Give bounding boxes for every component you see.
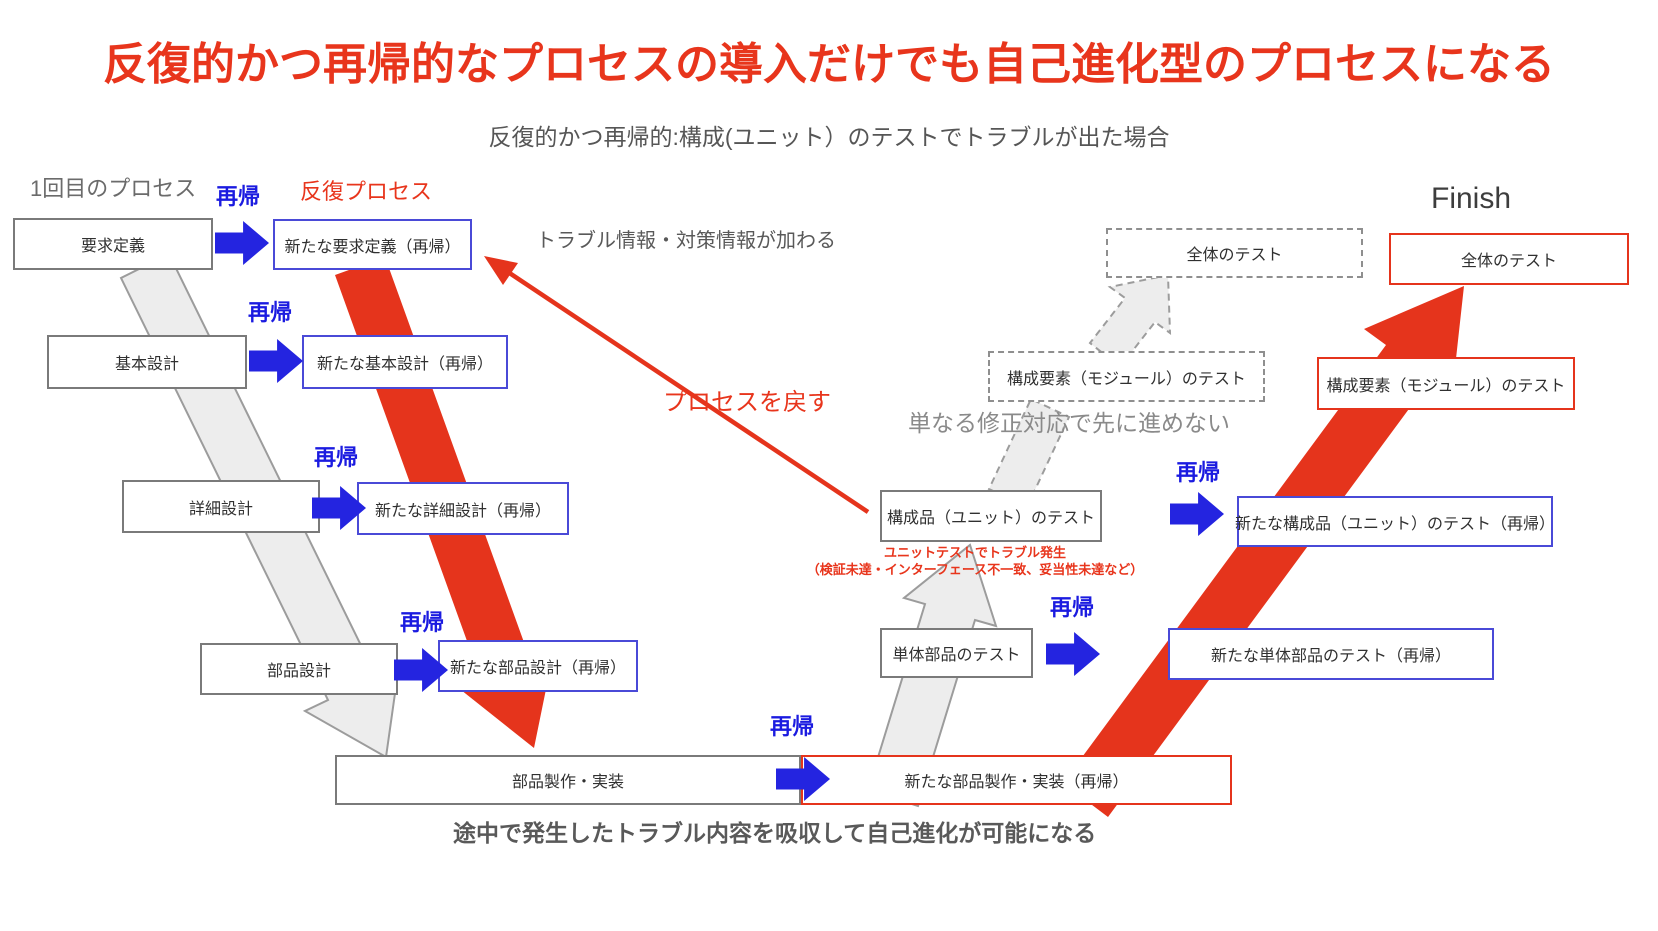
unit-trouble-note-line2: （検証未達・インターフェース不一致、妥当性未達など） xyxy=(806,562,1144,577)
box-new-parts-design: 新たな部品設計（再帰） xyxy=(438,640,638,692)
box-unit-test: 構成品（ユニット）のテスト xyxy=(880,490,1102,542)
recursion-label: 再帰 xyxy=(248,300,293,325)
return-process-arrowhead xyxy=(484,256,518,285)
recursion-label: 再帰 xyxy=(1050,595,1095,620)
recursion-label: 再帰 xyxy=(400,610,445,635)
box-module-test: 構成要素（モジュール）のテスト xyxy=(1317,357,1575,410)
box-new-basic-design: 新たな基本設計（再帰） xyxy=(302,335,508,389)
box-detail-design: 詳細設計 xyxy=(122,480,320,533)
finish-label: Finish xyxy=(1431,182,1512,215)
box-new-requirements: 新たな要求定義（再帰） xyxy=(273,219,472,270)
slide-subtitle: 反復的かつ再帰的:構成(ユニット）のテストでトラブルが出た場合 xyxy=(488,124,1170,150)
iterative-process-label: 反復プロセス xyxy=(300,179,433,204)
box-module-test-skipped: 構成要素（モジュール）のテスト xyxy=(988,351,1265,402)
recursion-label: 再帰 xyxy=(216,184,261,209)
box-unit-parts-test: 単体部品のテスト xyxy=(880,628,1033,678)
recursion-label: 再帰 xyxy=(314,445,359,470)
box-new-detail-design: 新たな詳細設計（再帰） xyxy=(357,482,569,535)
box-overall-test: 全体のテスト xyxy=(1389,233,1629,285)
unit-trouble-note-line1: ユニットテストでトラブル発生 xyxy=(883,545,1066,560)
trouble-info-note: トラブル情報・対策情報が加わる xyxy=(536,230,836,252)
box-parts-build: 部品製作・実装 xyxy=(335,755,801,805)
recursion-label: 再帰 xyxy=(1176,460,1221,485)
blocked-flow-arrow xyxy=(1088,273,1172,369)
return-process-note: プロセスを戻す xyxy=(663,389,831,416)
box-overall-test-skipped: 全体のテスト xyxy=(1106,228,1363,278)
simple-fix-note: 単なる修正対応で先に進めない xyxy=(908,410,1230,436)
slide-title: 反復的かつ再帰的なプロセスの導入だけでも自己進化型のプロセスになる xyxy=(103,40,1555,89)
bottom-caption: 途中で発生したトラブル内容を吸収して自己進化が可能になる xyxy=(453,820,1097,846)
box-new-parts-build: 新たな部品製作・実装（再帰） xyxy=(801,755,1232,805)
iterative-test-flow-arrow xyxy=(1063,286,1464,817)
first-process-label: 1回目のプロセス xyxy=(30,176,197,201)
box-basic-design: 基本設計 xyxy=(47,335,247,389)
return-process-line xyxy=(506,270,870,514)
box-requirements: 要求定義 xyxy=(13,218,213,270)
box-new-unit-test: 新たな構成品（ユニット）のテスト（再帰） xyxy=(1235,496,1555,547)
box-parts-design: 部品設計 xyxy=(200,643,398,695)
box-new-unit-parts-test: 新たな単体部品のテスト（再帰） xyxy=(1168,628,1494,680)
recursion-label: 再帰 xyxy=(770,714,815,739)
